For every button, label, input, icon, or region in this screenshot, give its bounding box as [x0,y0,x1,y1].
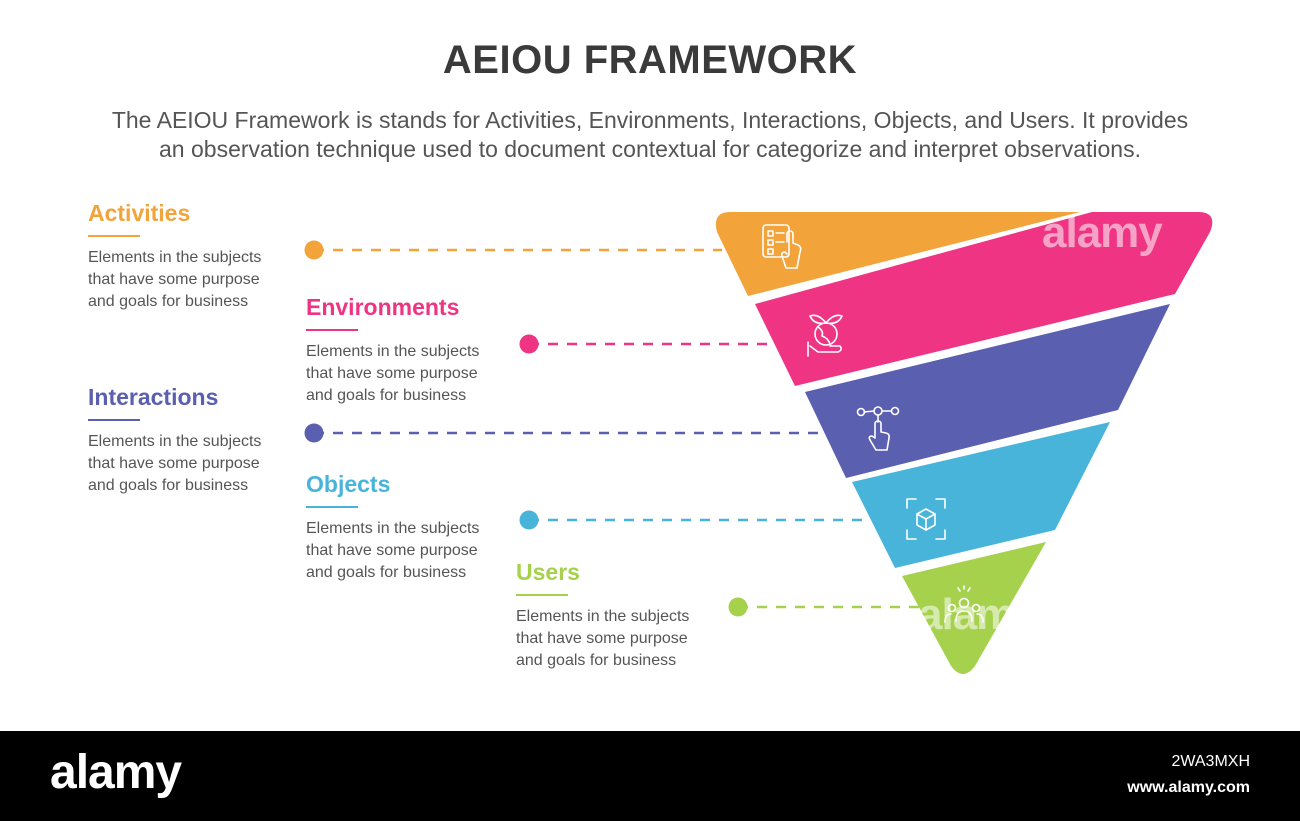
inverted-pyramid-diagram [304,212,1213,674]
desc-line: Elements in the subjects [88,433,262,450]
item-title: Activities [88,200,191,226]
item-environments: Environments Elements in the subjects th… [306,294,536,407]
item-interactions: Interactions Elements in the subjects th… [88,384,318,497]
item-description: Elements in the subjects that have some … [88,247,318,313]
footer-url: www.alamy.com [1127,779,1250,796]
connector-users [728,597,920,617]
page-subtitle: The AEIOU Framework is stands for Activi… [50,106,1250,164]
desc-line: Elements in the subjects [88,249,262,266]
image-id: 2WA3MXH [1171,753,1250,770]
item-activities: Activities Elements in the subjects that… [88,200,318,313]
desc-line: Elements in the subjects [306,343,480,360]
item-description: Elements in the subjects that have some … [516,606,746,672]
desc-line: that have some purpose [306,542,478,559]
footer-bar: alamy 2WA3MXH www.alamy.com [0,731,1300,821]
connector-interactions [304,423,818,443]
desc-line: that have some purpose [516,630,688,647]
desc-line: that have some purpose [306,365,478,382]
item-description: Elements in the subjects that have some … [306,341,536,407]
desc-line: and goals for business [306,564,467,581]
desc-line: and goals for business [516,652,677,669]
item-underline [516,594,568,596]
desc-line: and goals for business [306,387,467,404]
checklist-hand-icon [762,224,802,269]
connector-environments [519,334,780,354]
item-underline [88,419,140,421]
item-title: Environments [306,294,460,320]
desc-line: that have some purpose [88,271,260,288]
item-description: Elements in the subjects that have some … [306,518,536,584]
item-underline [306,506,358,508]
watermark-top: alamy [1042,208,1163,257]
desc-line: Elements in the subjects [516,608,690,625]
subtitle-line-1: The AEIOU Framework is stands for Activi… [111,107,1189,133]
watermark-bottom: alamy [918,590,1039,639]
segment-objects [852,422,1110,568]
touch-network-icon [856,406,900,451]
connector-objects [519,510,870,530]
item-underline [306,329,358,331]
user-group-icon [944,585,984,623]
item-title: Users [516,559,580,585]
item-objects: Objects Elements in the subjects that ha… [306,471,536,584]
subtitle-line-2: an observation technique used to documen… [159,136,1141,162]
item-users: Users Elements in the subjects that have… [516,559,746,672]
segment-users [902,542,1046,674]
item-title: Objects [306,471,391,497]
item-description: Elements in the subjects that have some … [88,431,318,497]
page-title: AEIOU FRAMEWORK [442,38,858,82]
segment-environments [755,212,1213,386]
connector-activities [304,240,722,260]
segment-activities [715,212,1080,296]
segment-interactions [805,304,1170,478]
item-title: Interactions [88,384,219,410]
desc-line: Elements in the subjects [306,520,480,537]
cube-scan-icon [906,498,946,540]
desc-line: that have some purpose [88,455,260,472]
alamy-logo: alamy [50,746,182,799]
desc-line: and goals for business [88,477,249,494]
globe-leaf-hand-icon [807,314,843,357]
desc-line: and goals for business [88,293,249,310]
item-underline [88,235,140,237]
